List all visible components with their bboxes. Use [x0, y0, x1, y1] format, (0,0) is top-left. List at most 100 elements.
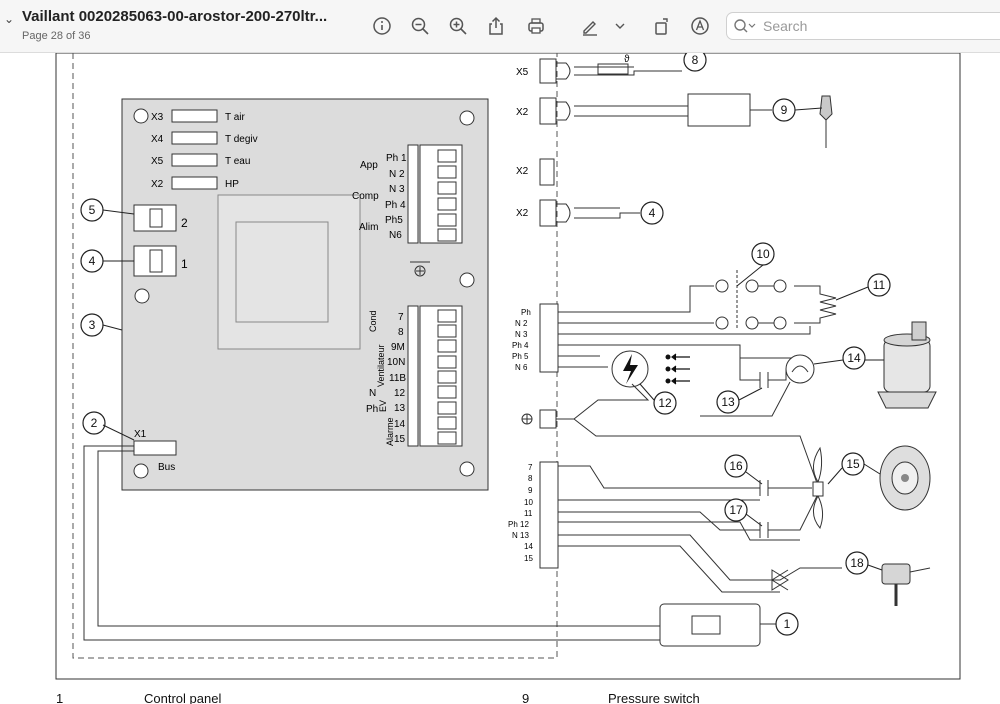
svg-text:8: 8 — [398, 327, 404, 338]
callout-number: 1 — [784, 617, 791, 631]
svg-text:7: 7 — [528, 463, 533, 472]
callout-number: 4 — [649, 206, 656, 220]
svg-text:Ph 4: Ph 4 — [512, 341, 529, 350]
callout-number: 16 — [729, 459, 743, 473]
callout-number: 10 — [756, 247, 770, 261]
svg-text:N 3: N 3 — [389, 184, 405, 195]
svg-text:N 6: N 6 — [515, 363, 528, 372]
connector-label: T degiv — [225, 134, 258, 145]
connector-label: T air — [225, 112, 245, 123]
svg-text:N 2: N 2 — [515, 319, 528, 328]
svg-text:X1: X1 — [134, 429, 147, 440]
switch-label: 1 — [181, 257, 188, 271]
svg-text:Alarme: Alarme — [385, 417, 395, 446]
svg-text:X5: X5 — [516, 67, 529, 78]
svg-text:Ph 1: Ph 1 — [386, 153, 407, 164]
legend-text: Pressure switch — [608, 691, 700, 704]
callout-number: 4 — [89, 254, 96, 268]
svg-text:14: 14 — [524, 542, 533, 551]
callout-number: 15 — [846, 457, 860, 471]
search-icon — [733, 18, 757, 39]
rotate-icon[interactable] — [650, 14, 674, 38]
svg-text:Ph 12: Ph 12 — [508, 520, 529, 529]
valve-illustration — [881, 563, 931, 606]
connector-id: X4 — [151, 134, 164, 145]
print-icon[interactable] — [524, 14, 548, 38]
svg-text:14: 14 — [394, 419, 406, 430]
svg-text:8: 8 — [528, 474, 533, 483]
connector-id: X2 — [151, 179, 164, 190]
viewer-toolbar: ⌄ Vaillant 0020285063-00-arostor-200-270… — [0, 0, 1000, 53]
svg-text:N 2: N 2 — [389, 169, 405, 180]
callout-number: 14 — [847, 351, 861, 365]
callout-number: 3 — [89, 318, 96, 332]
chevron-down-icon[interactable]: ⌄ — [4, 12, 15, 26]
group-label: Comp — [352, 191, 379, 202]
svg-text:EV: EV — [378, 400, 388, 412]
svg-text:7: 7 — [398, 312, 404, 323]
share-icon[interactable] — [484, 14, 508, 38]
connector-id: X5 — [151, 156, 164, 167]
callout-number: 11 — [873, 278, 886, 292]
compressor-illustration — [877, 321, 937, 409]
legend-number: 9 — [522, 691, 530, 704]
svg-text:10: 10 — [524, 498, 533, 507]
legend-number: 1 — [56, 691, 64, 704]
svg-text:13: 13 — [394, 403, 406, 414]
svg-text:Ventilateur: Ventilateur — [376, 344, 386, 387]
callout-number: 12 — [658, 396, 672, 410]
info-icon[interactable] — [370, 14, 394, 38]
svg-text:9: 9 — [528, 486, 533, 495]
svg-text:Ph 4: Ph 4 — [385, 200, 406, 211]
document-page: X3 T air X4 T degiv X5 T eau X2 HP 2 1 A… — [0, 48, 1000, 704]
svg-text:N6: N6 — [389, 230, 402, 241]
svg-text:X2: X2 — [516, 208, 529, 219]
svg-text:10N: 10N — [387, 357, 405, 368]
callout-number: 8 — [692, 53, 699, 67]
svg-text:Ph 5: Ph 5 — [512, 352, 529, 361]
svg-text:12: 12 — [394, 388, 406, 399]
svg-text:Ph: Ph — [521, 308, 531, 317]
svg-text:9M: 9M — [391, 342, 405, 353]
zoom-in-icon[interactable] — [446, 14, 470, 38]
annotate-icon[interactable] — [688, 14, 712, 38]
svg-text:Ph5: Ph5 — [385, 215, 403, 226]
legend-text: Control panel — [144, 691, 222, 704]
connector-label: T eau — [225, 156, 250, 167]
svg-text:X2: X2 — [516, 107, 529, 118]
callout-number: 18 — [850, 556, 864, 570]
markup-pen-icon[interactable] — [578, 14, 602, 38]
callout-number: 5 — [89, 203, 96, 217]
board-chip — [217, 194, 361, 350]
fan-illustration — [879, 445, 931, 511]
svg-text:Cond: Cond — [368, 310, 378, 332]
zoom-out-icon[interactable] — [408, 14, 432, 38]
wiring-diagram: X3 T air X4 T degiv X5 T eau X2 HP 2 1 A… — [55, 48, 961, 680]
callout-number: 17 — [729, 503, 743, 517]
group-label: Alim — [359, 222, 378, 233]
markup-menu-chevron-icon[interactable] — [612, 14, 628, 38]
svg-text:15: 15 — [394, 434, 406, 445]
svg-text:X2: X2 — [516, 166, 529, 177]
svg-text:N: N — [369, 388, 376, 399]
connector-id: X3 — [151, 112, 164, 123]
svg-text:Bus: Bus — [158, 462, 175, 473]
svg-text:N 13: N 13 — [512, 531, 529, 540]
svg-text:Ph: Ph — [366, 404, 378, 415]
callout-number: 13 — [721, 395, 735, 409]
document-title[interactable]: Vaillant 0020285063-00-arostor-200-270lt… — [22, 8, 328, 25]
svg-text:11: 11 — [524, 509, 533, 518]
group-label: App — [360, 160, 378, 171]
search-field[interactable] — [726, 12, 1000, 40]
callout-number: 2 — [91, 416, 98, 430]
legend-item-1: 1 Control panel — [56, 691, 221, 704]
svg-text:15: 15 — [524, 554, 533, 563]
connector-label: HP — [225, 179, 239, 190]
svg-text:ϑ: ϑ — [624, 54, 630, 65]
callout-number: 9 — [781, 103, 788, 117]
svg-text:11B: 11B — [389, 373, 406, 384]
legend-item-9: 9 Pressure switch — [522, 691, 700, 704]
svg-text:N 3: N 3 — [515, 330, 528, 339]
page-indicator: Page 28 of 36 — [22, 30, 91, 42]
search-input[interactable] — [761, 17, 985, 35]
